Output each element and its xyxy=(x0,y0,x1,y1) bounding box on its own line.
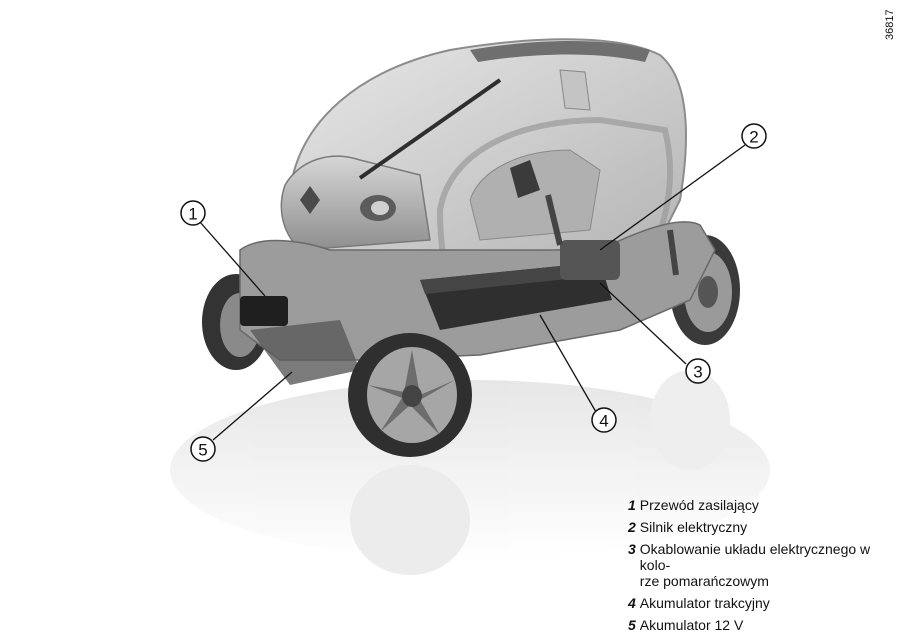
legend-text: Silnik elektryczny xyxy=(639,519,748,535)
legend-number: 2 xyxy=(628,519,636,535)
legend-item: 3 Okablowanie układu elektrycznego w kol… xyxy=(628,541,898,589)
legend-number: 4 xyxy=(628,595,636,611)
svg-text:5: 5 xyxy=(198,441,207,460)
legend-text: Akumulator 12 V xyxy=(639,617,744,633)
callout-3: 3 xyxy=(685,358,711,384)
callout-2: 2 xyxy=(741,123,767,149)
floor-reflection xyxy=(170,370,770,575)
svg-text:3: 3 xyxy=(693,363,702,382)
leader-lines xyxy=(199,144,746,441)
legend: 1 Przewód zasilający 2 Silnik elektryczn… xyxy=(628,497,898,639)
legend-text: Przewód zasilający xyxy=(639,497,759,513)
callout-5: 5 xyxy=(190,436,216,462)
svg-text:1: 1 xyxy=(188,205,197,224)
legend-text: Akumulator trakcyjny xyxy=(639,595,770,611)
legend-number: 3 xyxy=(628,541,636,557)
front-wheel xyxy=(348,333,472,457)
svg-text:2: 2 xyxy=(749,128,758,147)
legend-item: 5 Akumulator 12 V xyxy=(628,617,898,633)
car-body xyxy=(239,38,716,385)
legend-item: 4 Akumulator trakcyjny xyxy=(628,595,898,611)
legend-item: 1 Przewód zasilający xyxy=(628,497,898,513)
svg-text:4: 4 xyxy=(599,412,608,431)
callout-4: 4 xyxy=(591,407,617,433)
legend-item: 2 Silnik elektryczny xyxy=(628,519,898,535)
legend-number: 1 xyxy=(628,497,636,513)
reference-code: 36817 xyxy=(884,9,896,40)
legend-text: Okablowanie układu elektrycznego w kolo-… xyxy=(639,541,871,589)
legend-number: 5 xyxy=(628,617,636,633)
callout-1: 1 xyxy=(180,200,206,226)
